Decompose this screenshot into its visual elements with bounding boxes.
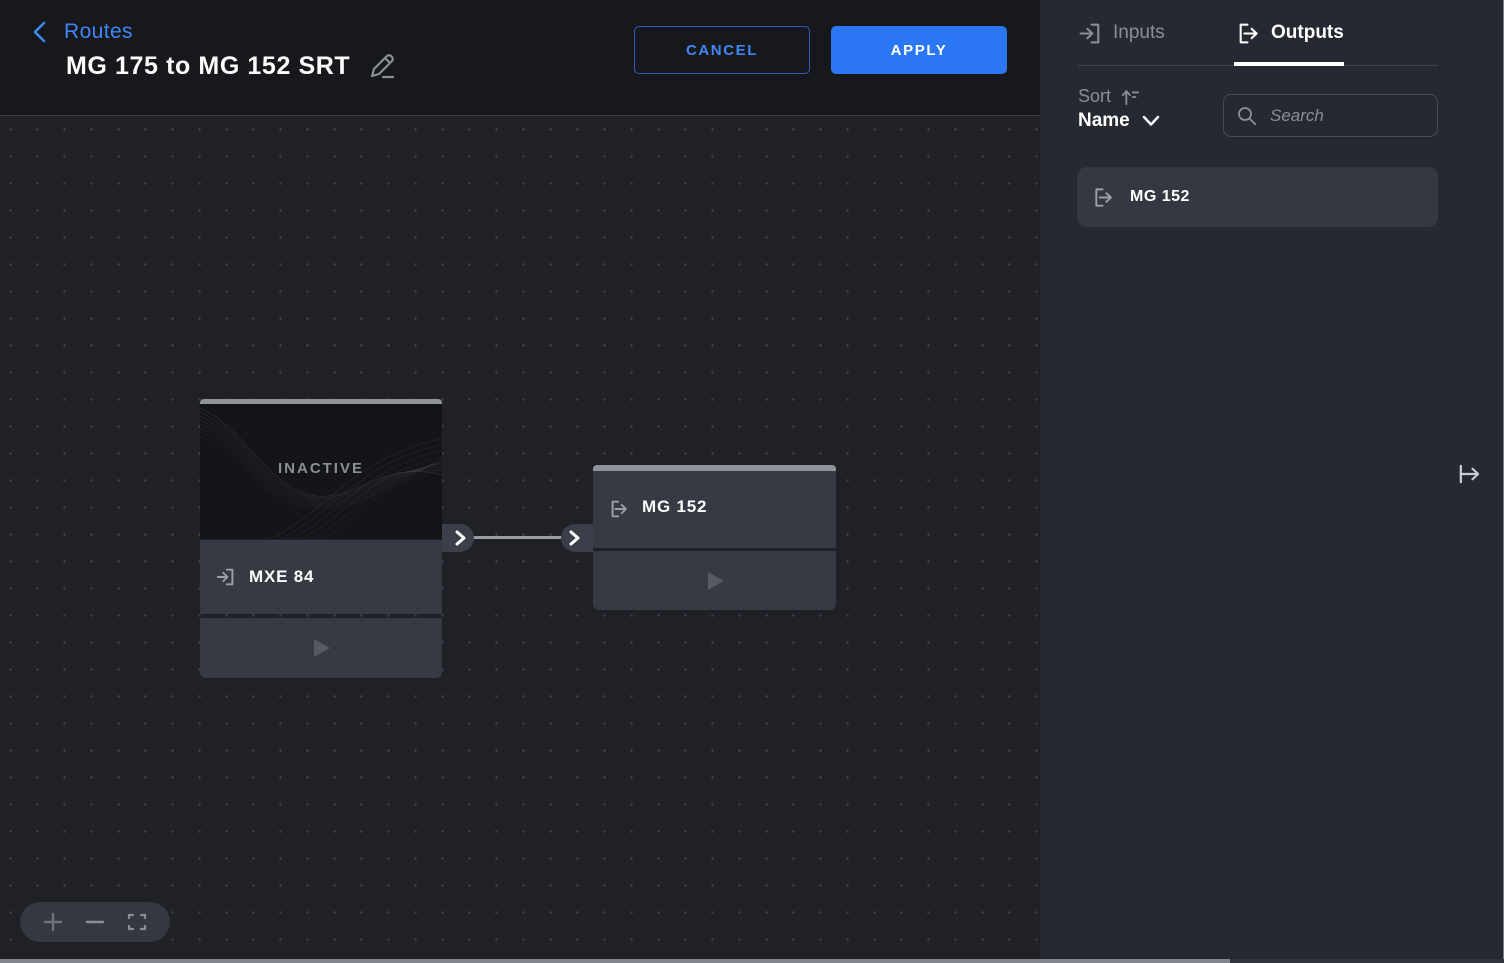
route-canvas[interactable]: INACTIVE MXE 84	[0, 117, 1040, 959]
input-icon	[1079, 23, 1100, 43]
back-label[interactable]: Routes	[64, 20, 133, 43]
fit-screen-button[interactable]	[126, 911, 148, 933]
minus-icon	[85, 920, 105, 924]
active-tab-indicator	[1234, 62, 1344, 66]
editor-header: Routes MG 175 to MG 152 SRT CANCEL APPLY	[0, 0, 1040, 116]
node-label: MXE 84	[249, 567, 315, 586]
canvas-column: Routes MG 175 to MG 152 SRT CANCEL APPLY	[0, 0, 1040, 959]
connection-line	[470, 536, 565, 539]
plus-icon	[43, 912, 63, 932]
chevron-right-icon	[569, 530, 580, 546]
output-list-item-mg-152[interactable]: MG 152	[1077, 167, 1438, 227]
node-status-label: INACTIVE	[277, 460, 364, 477]
node-accent-bar	[200, 399, 442, 404]
fit-screen-icon	[127, 913, 147, 931]
chevron-left-icon	[33, 21, 46, 43]
title-row: MG 175 to MG 152 SRT	[66, 50, 398, 82]
apply-button[interactable]: APPLY	[831, 26, 1007, 74]
input-icon	[215, 565, 237, 589]
node-play-button[interactable]	[593, 551, 836, 610]
node-accent-bar	[593, 465, 836, 471]
node-mxe-84[interactable]: INACTIVE MXE 84	[200, 399, 442, 678]
play-icon	[314, 639, 330, 657]
sort-ascending-icon	[1121, 89, 1140, 105]
play-icon	[707, 571, 724, 590]
page-title: MG 175 to MG 152 SRT	[66, 51, 351, 80]
io-sidebar: Inputs Outputs Sort	[1040, 0, 1504, 963]
maps-to-icon[interactable]	[1455, 460, 1483, 488]
output-item-label: MG 152	[1130, 188, 1190, 205]
node-mg-152[interactable]: MG 152	[593, 465, 836, 610]
search-icon	[1238, 106, 1257, 125]
node-play-button[interactable]	[200, 618, 442, 678]
tab-label[interactable]: Inputs	[1113, 22, 1165, 43]
output-icon	[1095, 187, 1112, 207]
input-port-mg-152[interactable]	[561, 524, 593, 552]
canvas-zoom-controls	[20, 902, 170, 942]
output-port-mxe-84[interactable]	[442, 524, 474, 552]
tab-outputs[interactable]: Outputs	[1236, 16, 1344, 50]
horizontal-scrollbar-track	[0, 959, 1504, 963]
horizontal-scrollbar-thumb[interactable]	[0, 959, 1230, 963]
search-input[interactable]	[1270, 105, 1420, 126]
search-box[interactable]	[1223, 94, 1438, 137]
sort-label: Sort	[1078, 86, 1112, 106]
back-to-routes-link[interactable]: Routes	[30, 20, 133, 44]
zoom-out-button[interactable]	[84, 911, 106, 933]
node-label: MG 152	[642, 497, 708, 516]
header-actions: CANCEL APPLY	[634, 26, 1007, 74]
edit-pencil-icon[interactable]	[366, 50, 398, 82]
waveform-graphic	[200, 407, 442, 539]
sort-value[interactable]: Name	[1078, 110, 1130, 131]
cancel-button[interactable]: CANCEL	[634, 26, 810, 74]
chevron-down-icon	[1142, 115, 1159, 126]
chevron-right-icon	[455, 530, 466, 546]
node-label-band[interactable]: MXE 84	[200, 540, 442, 614]
sort-dropdown[interactable]: Sort Name	[1078, 86, 1160, 132]
output-icon	[1239, 23, 1258, 43]
tab-label[interactable]: Outputs	[1271, 22, 1344, 43]
io-tabs: Inputs Outputs	[1078, 16, 1438, 66]
node-thumbnail: INACTIVE	[200, 404, 442, 539]
tab-inputs[interactable]: Inputs	[1078, 16, 1165, 50]
output-icon	[608, 497, 630, 521]
zoom-in-button[interactable]	[42, 911, 64, 933]
node-label-band[interactable]: MG 152	[593, 471, 836, 548]
